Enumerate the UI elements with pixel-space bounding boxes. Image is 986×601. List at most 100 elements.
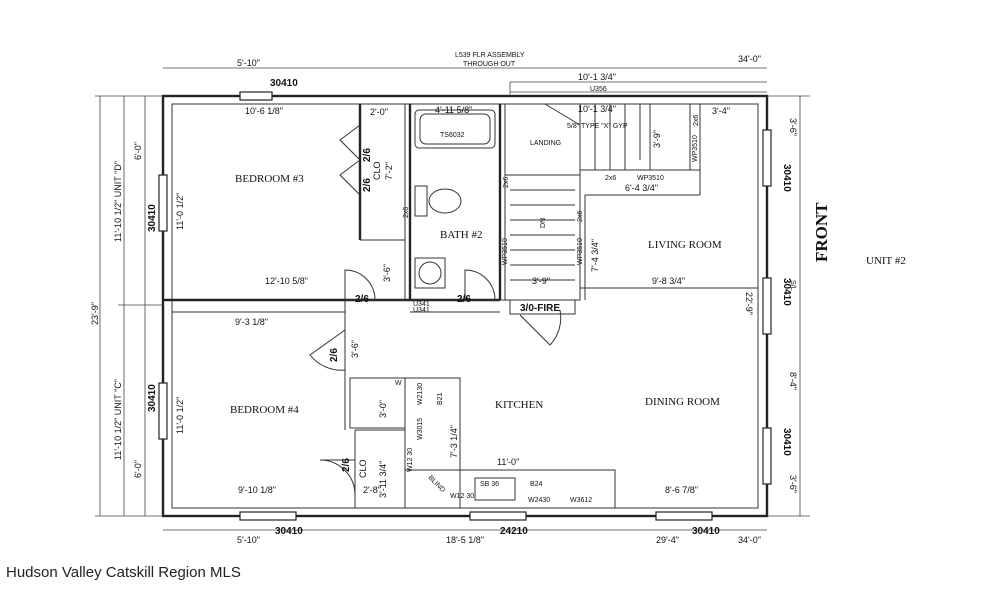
window-code-top-left: 30410 xyxy=(270,78,298,89)
dim-stair-h: 3'-9" xyxy=(652,130,662,148)
door-code-bed4: 2/6 xyxy=(329,348,340,362)
dim-top-left: 5'-10" xyxy=(237,58,260,68)
dim-right-top: 3'-4" xyxy=(712,106,730,116)
room-label-bath2: BATH #2 xyxy=(440,229,482,241)
dim-tub-length: 4'-11 5/8" xyxy=(435,105,472,115)
cab-w2430: W2430 xyxy=(528,497,550,504)
door-swing-bed3 xyxy=(344,269,376,301)
bathtub-inner xyxy=(419,113,491,145)
wp3510-c: WP3510 xyxy=(502,238,509,265)
stair-treads xyxy=(510,189,575,281)
window-bottom-left xyxy=(239,511,297,521)
window-right-upper xyxy=(762,129,772,187)
2x6-c: 2x6 xyxy=(503,177,510,188)
room-label-bedroom3: BEDROOM #3 xyxy=(235,173,304,185)
window-code-left-lower: 30410 xyxy=(147,384,158,412)
cab-w3612: W3612 xyxy=(570,497,592,504)
mls-watermark: Hudson Valley Catskill Region MLS xyxy=(6,564,241,581)
stair-upper xyxy=(544,103,701,300)
dim-bottom-center: 18'-5 1/8" xyxy=(446,535,484,545)
window-bottom-center xyxy=(469,511,527,521)
outer-wall-inner xyxy=(171,103,759,509)
window-code-right-middle: 30410 xyxy=(781,278,792,306)
clo4-label: CLO xyxy=(358,459,368,478)
window-left-lower xyxy=(158,382,168,440)
2x6-d: 2x6 xyxy=(403,207,410,218)
washer-drum xyxy=(418,261,442,285)
door-code-fire: 3/0-FIRE xyxy=(520,303,560,314)
window-code-bottom-center: 24210 xyxy=(500,526,528,537)
cab-b24: B24 xyxy=(530,481,543,488)
window-right-lower xyxy=(762,427,772,485)
stair-enclosure xyxy=(504,103,581,301)
dim-stair-inner: 10'-1 3/4" xyxy=(578,104,616,114)
door-code-clo3b: 2/6 xyxy=(362,178,373,192)
dim-stair-top: 10'-1 3/4" xyxy=(578,72,616,82)
window-code-right-upper: 30410 xyxy=(781,164,792,192)
dim-kitchen-7-3: 7'-3 1/4" xyxy=(449,425,459,458)
door-swing-bath xyxy=(464,269,496,301)
cab-sb36: SB 36 xyxy=(480,481,499,488)
note-type-x: 5/8" TYPE "X" GYP xyxy=(567,123,628,130)
u341-a: U341 xyxy=(413,301,430,308)
kitchen-counter-bottom xyxy=(404,469,616,509)
dim-bath-3-9: 3'-9" xyxy=(532,276,550,286)
door-swing-clo3 xyxy=(339,124,361,196)
dim-bed4-width: 9'-3 1/8" xyxy=(235,317,268,327)
door-swing-fire xyxy=(519,309,562,346)
cab-b21: B21 xyxy=(437,392,444,405)
dim-clo-3-11: 3'-11 3/4" xyxy=(378,461,388,498)
kitchen-pantry xyxy=(349,377,406,429)
wp3510-d: WP3510 xyxy=(577,238,584,265)
dim-left-6a: 6'-0" xyxy=(133,142,143,160)
door-code-clo3: 2/6 xyxy=(362,148,373,162)
dim-bottom-right-b: 34'-0" xyxy=(738,535,761,545)
kitchen-sink xyxy=(474,477,516,501)
room-label-landing: LANDING xyxy=(530,140,561,147)
dim-bed3-width: 10'-6 1/8" xyxy=(245,106,283,116)
stair-dn-label: DN xyxy=(540,218,547,228)
dim-u356: U356 xyxy=(590,86,607,93)
unit-label: UNIT #2 xyxy=(866,255,906,267)
window-bottom-right xyxy=(655,511,713,521)
window-right-middle xyxy=(762,277,772,335)
door-swing-bed4 xyxy=(309,329,346,371)
washer xyxy=(414,257,446,289)
dim-right-side-top: 3'-6" xyxy=(788,118,798,136)
dim-left-unit-c: 11'-10 1/2" UNIT "C" xyxy=(113,379,123,460)
2x6-a: 2x6 xyxy=(605,175,616,182)
door-code-bed3: 2/6 xyxy=(355,294,369,305)
door-code-bath: 2/6 xyxy=(457,294,471,305)
dim-clo-2-8: 2'-8" xyxy=(363,485,381,495)
dim-clo-width: 7'-2" xyxy=(384,162,394,180)
dim-bed4-length: 9'-10 1/8" xyxy=(238,485,276,495)
wp3510-a: WP3510 xyxy=(692,135,699,162)
dim-kitchen-11: 11'-0" xyxy=(497,457,519,467)
toilet-bowl xyxy=(428,188,462,214)
window-left-upper xyxy=(158,174,168,232)
dim-right-bottom: 3'-6" xyxy=(788,475,798,493)
dim-bed3-inner: 11'-0 1/2" xyxy=(175,193,185,230)
window-code-bottom-left: 30410 xyxy=(275,526,303,537)
2x6-b: 2x6 xyxy=(693,115,700,126)
dim-stair-7-4: 7'-4 3/4" xyxy=(590,239,600,272)
window-code-right-lower: 30410 xyxy=(781,428,792,456)
front-label: FRONT xyxy=(812,202,831,262)
dim-stair-run: 6'-4 3/4" xyxy=(625,183,658,193)
window-code-left-upper: 30410 xyxy=(147,204,158,232)
bathtub xyxy=(414,109,496,149)
2x6-e: 2x6 xyxy=(577,211,584,222)
dim-left-total: 23'-9" xyxy=(90,302,100,325)
dim-kitchen-3-0: 3'-0" xyxy=(378,400,388,418)
fire-door-frame xyxy=(509,299,576,315)
cab-w1230b: W12 30 xyxy=(407,448,414,472)
door-swing-clo4 xyxy=(319,459,356,496)
cab-blind: BLIND xyxy=(427,474,447,494)
clo3-label: CLO xyxy=(372,161,382,180)
dim-dining-8-6: 8'-6 7/8" xyxy=(665,485,698,495)
room-label-living: LIVING ROOM xyxy=(648,239,722,251)
door-code-clo4: 2/6 xyxy=(341,458,352,472)
assembly-note-1: L539 FLR ASSEMBLY xyxy=(455,52,525,59)
room-label-kitchen: KITCHEN xyxy=(495,399,543,411)
cab-w3015: W3015 xyxy=(417,418,424,440)
